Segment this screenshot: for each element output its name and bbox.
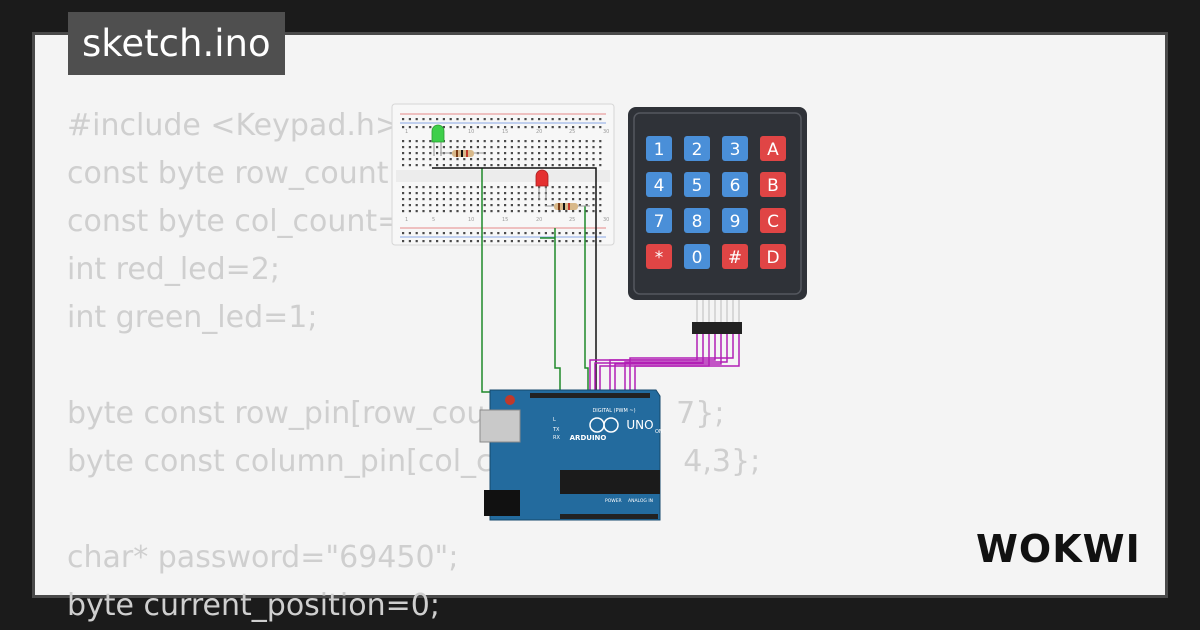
breadboard-number: 10 <box>468 129 474 135</box>
key-B[interactable]: B <box>760 172 786 197</box>
key-label: 8 <box>692 212 703 232</box>
arduino-uno[interactable]: DIGITAL (PWM ~) UNO ARDUINO ON TX RX L P… <box>479 389 663 521</box>
key-label: 0 <box>692 248 703 268</box>
key-A[interactable]: A <box>760 136 786 161</box>
key-label: D <box>766 248 779 268</box>
code-line: byte const row_pin[row_cou 7}; <box>67 396 725 431</box>
resistor-1[interactable] <box>440 150 484 157</box>
rx-label: RX <box>553 435 560 441</box>
key-3[interactable]: 3 <box>722 136 748 161</box>
code-line: const byte row_count <box>67 156 389 191</box>
code-line: #include <Keypad.h> <box>67 108 401 143</box>
digital-label: DIGITAL (PWM ~) <box>592 408 635 414</box>
code-line: byte current_position=0; <box>67 588 440 623</box>
breadboard-number: 1 <box>405 129 408 135</box>
l-label: L <box>553 417 556 423</box>
reset-button <box>505 395 515 405</box>
breadboard-number: 30 <box>603 129 609 135</box>
key-label: 3 <box>730 140 741 160</box>
keypad[interactable]: 1 2 3 A 4 5 6 B 7 8 9 C * 0 # D <box>628 107 807 334</box>
key-6[interactable]: 6 <box>722 172 748 197</box>
board-model: UNO <box>626 418 653 432</box>
microcontroller-chip <box>560 470 660 494</box>
key-C[interactable]: C <box>760 208 786 233</box>
red-led[interactable] <box>535 169 549 200</box>
code-line: const byte col_count= <box>67 204 403 239</box>
breadboard-number: 15 <box>502 129 508 135</box>
keypad-connector <box>692 300 742 334</box>
key-2[interactable]: 2 <box>684 136 710 161</box>
key-label: 9 <box>730 212 741 232</box>
key-label: 4 <box>654 176 665 196</box>
file-tab-label: sketch.ino <box>82 22 271 65</box>
breadboard-number: 20 <box>536 217 542 223</box>
breadboard[interactable]: 115510101515202025253030 <box>391 103 615 246</box>
code-line: int green_led=1; <box>67 300 318 335</box>
breadboard-number: 15 <box>502 217 508 223</box>
key-8[interactable]: 8 <box>684 208 710 233</box>
breadboard-number: 25 <box>569 217 575 223</box>
usb-port <box>479 409 521 443</box>
key-label: 7 <box>654 212 665 232</box>
breadboard-number: 5 <box>432 217 435 223</box>
key-5[interactable]: 5 <box>684 172 710 197</box>
breadboard-number: 20 <box>536 129 542 135</box>
code-line: char* password="69450"; <box>67 540 459 575</box>
power-label: POWER <box>605 498 622 504</box>
breadboard-number: 10 <box>468 217 474 223</box>
wokwi-logo-text: WOKWI <box>976 527 1141 571</box>
key-9[interactable]: 9 <box>722 208 748 233</box>
key-0[interactable]: 0 <box>684 244 710 269</box>
key-#[interactable]: # <box>722 244 748 269</box>
key-label: 2 <box>692 140 703 160</box>
key-label: * <box>655 248 664 268</box>
code-line: int red_led=2; <box>67 252 280 287</box>
key-label: # <box>728 248 742 268</box>
board-brand: ARDUINO <box>570 434 607 442</box>
resistor-2[interactable] <box>545 203 590 210</box>
on-label: ON <box>655 429 663 435</box>
key-D[interactable]: D <box>760 244 786 269</box>
key-1[interactable]: 1 <box>646 136 672 161</box>
key-*[interactable]: * <box>646 244 672 269</box>
key-label: B <box>767 176 779 196</box>
file-tab[interactable]: sketch.ino <box>68 12 285 75</box>
key-4[interactable]: 4 <box>646 172 672 197</box>
code-line: byte const column_pin[col_c 4,3}; <box>67 444 761 479</box>
key-label: 6 <box>730 176 741 196</box>
key-7[interactable]: 7 <box>646 208 672 233</box>
breadboard-number: 25 <box>569 129 575 135</box>
analog-label: ANALOG IN <box>628 498 653 504</box>
key-label: 1 <box>654 140 665 160</box>
key-label: 5 <box>692 176 703 196</box>
wokwi-logo: WOKWI <box>976 527 1141 571</box>
key-label: A <box>767 140 779 160</box>
tx-label: TX <box>552 427 560 433</box>
breadboard-number: 1 <box>405 217 408 223</box>
breadboard-number: 30 <box>603 217 609 223</box>
power-jack <box>484 490 520 516</box>
key-label: C <box>767 212 779 232</box>
